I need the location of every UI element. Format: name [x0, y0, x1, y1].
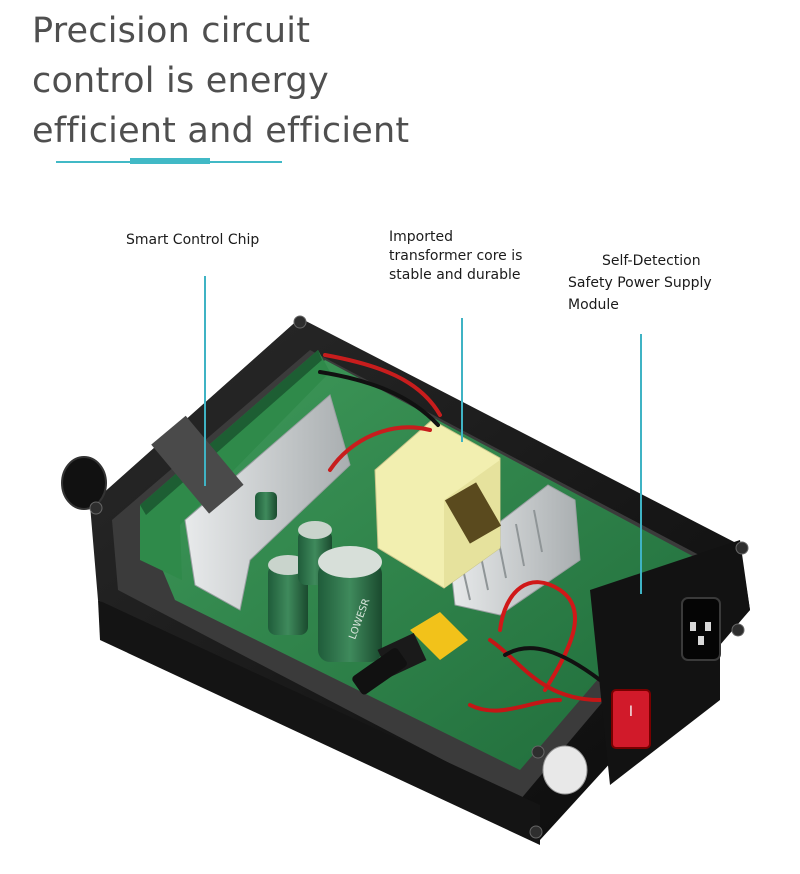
case-screws: [89, 315, 749, 839]
film-capacitor: [410, 612, 468, 660]
headline: Precision circuit control is energy effi…: [32, 6, 409, 156]
accent-divider-highlight: [130, 158, 210, 164]
headline-line-3: efficient and efficient: [32, 111, 410, 151]
certification-sticker: [542, 745, 588, 795]
callout-core-line-3: stable and durable: [389, 267, 521, 283]
callout-chip-text: Smart Control Chip: [126, 232, 260, 248]
headline-line-1: Precision circuit: [32, 11, 311, 51]
callout-power-supply-module: Self-Detection Safety Power Supply Modul…: [568, 250, 712, 316]
callout-transformer-core: Imported transformer core is stable and …: [389, 228, 522, 285]
control-pcb: [140, 350, 330, 580]
case-front-wall: [98, 600, 540, 845]
power-fuse: [352, 648, 407, 695]
power-switch-mark: I: [629, 704, 633, 720]
callout-psu-line-2: Safety Power Supply: [568, 275, 712, 291]
callout-core-line-2: transformer core is: [389, 248, 523, 264]
callout-core-line-1: Imported: [389, 229, 453, 245]
power-switch[interactable]: [611, 689, 651, 749]
power-inlet-pins: [690, 622, 711, 645]
callout-psu-line-3: Module: [568, 297, 619, 313]
power-inlet: [681, 597, 721, 661]
capacitors: LOWESR: [255, 492, 382, 662]
callout-pointer-chip: [204, 276, 206, 486]
display-module: [151, 415, 244, 514]
callout-pointer-core: [461, 318, 463, 442]
callout-psu-line-1: Self-Detection: [602, 253, 701, 269]
wires: [318, 353, 602, 713]
control-knob[interactable]: [61, 456, 107, 510]
headline-line-2: control is energy: [32, 61, 329, 101]
transformer-core: [444, 482, 502, 544]
callout-pointer-psu: [640, 334, 642, 594]
callout-smart-control-chip: Smart Control Chip: [126, 231, 259, 250]
heatsink-right: [449, 484, 581, 616]
